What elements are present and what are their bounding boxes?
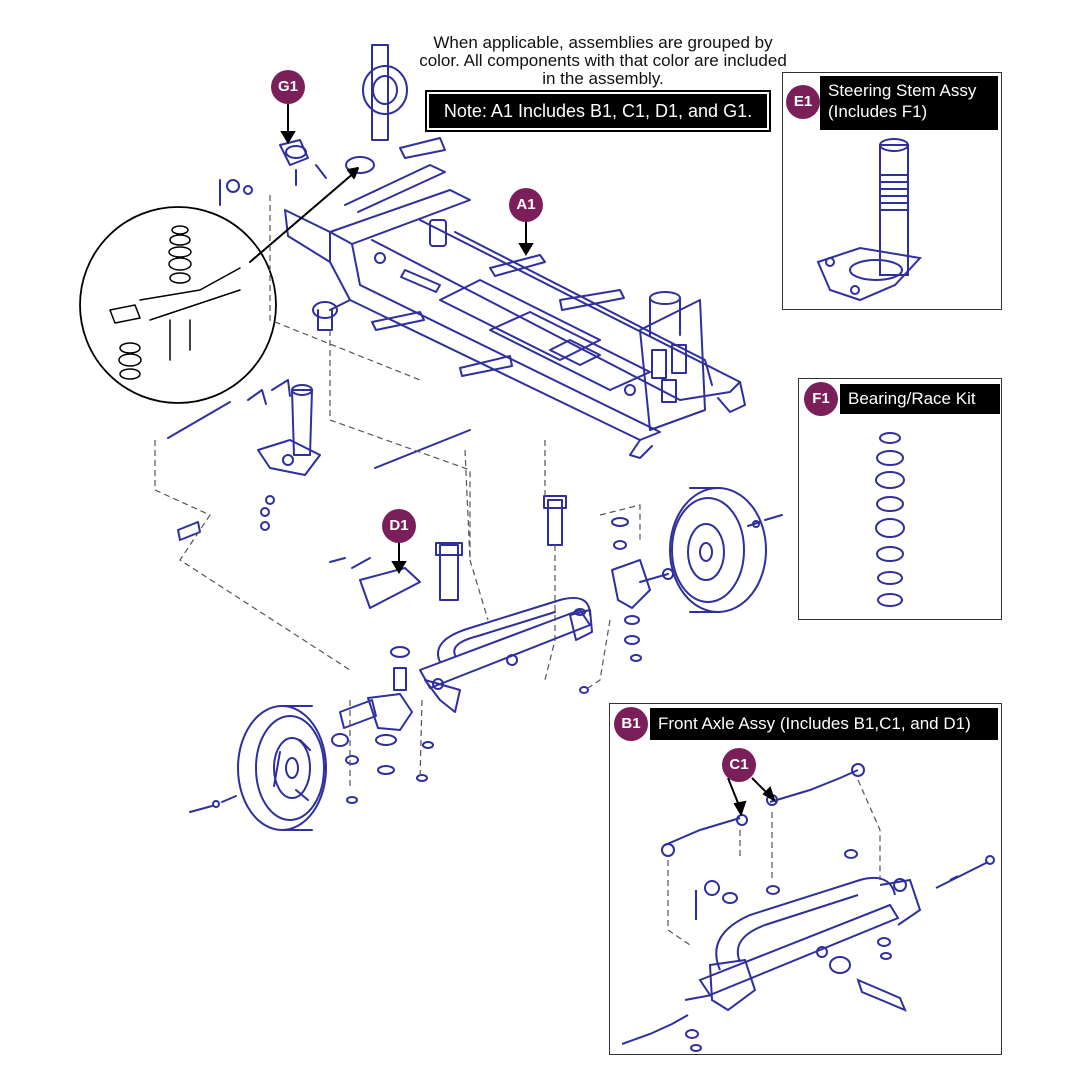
- panel-badge-e1: E1: [786, 85, 820, 119]
- c1-callout-arrows: [727, 777, 776, 817]
- bearing-race-drawing: [875, 432, 905, 607]
- callout-badge-d1: D1: [382, 509, 416, 543]
- frame-assembly: [284, 44, 746, 459]
- left-spindle: [167, 379, 471, 541]
- assembly-note: Note: A1 Includes B1, C1, D1, and G1.: [425, 90, 771, 132]
- callout-badge-a1: A1: [509, 188, 543, 222]
- steering-stem-title: Steering Stem Assy: [828, 81, 977, 100]
- bearing-race-header: Bearing/Race Kit: [840, 384, 1000, 414]
- left-kingpin-parts: [331, 646, 434, 804]
- front-axle-detail-guides: [667, 779, 881, 946]
- left-wheel: [189, 705, 327, 831]
- steering-stem-subtitle: (Includes F1): [828, 102, 928, 121]
- right-wheel: [669, 487, 783, 613]
- g1-bracket: [219, 139, 327, 206]
- callout-badge-g1: G1: [271, 70, 305, 104]
- front-axle-detail-drawing: [621, 763, 995, 1052]
- front-axle-assembly: [329, 495, 593, 713]
- steering-stem-header: Steering Stem Assy (Includes F1): [820, 76, 998, 130]
- front-axle-panel: [609, 703, 1002, 1055]
- steering-stem-drawing: [816, 138, 922, 302]
- callout-arrows: [280, 104, 534, 574]
- assembly-guide-lines: [154, 195, 641, 790]
- panel-badge-f1: F1: [804, 382, 838, 416]
- assembly-color-instructions: When applicable, assemblies are grouped …: [419, 33, 787, 88]
- right-kingpin-parts: [574, 517, 674, 694]
- panel-badge-b1: B1: [614, 707, 648, 741]
- bearing-race-panel: [798, 378, 1002, 620]
- bearing-detail-inset: [79, 167, 359, 404]
- callout-badge-c1: C1: [722, 748, 756, 782]
- steering-stem-panel: [782, 72, 1002, 310]
- front-axle-header: Front Axle Assy (Includes B1,C1, and D1): [650, 708, 998, 740]
